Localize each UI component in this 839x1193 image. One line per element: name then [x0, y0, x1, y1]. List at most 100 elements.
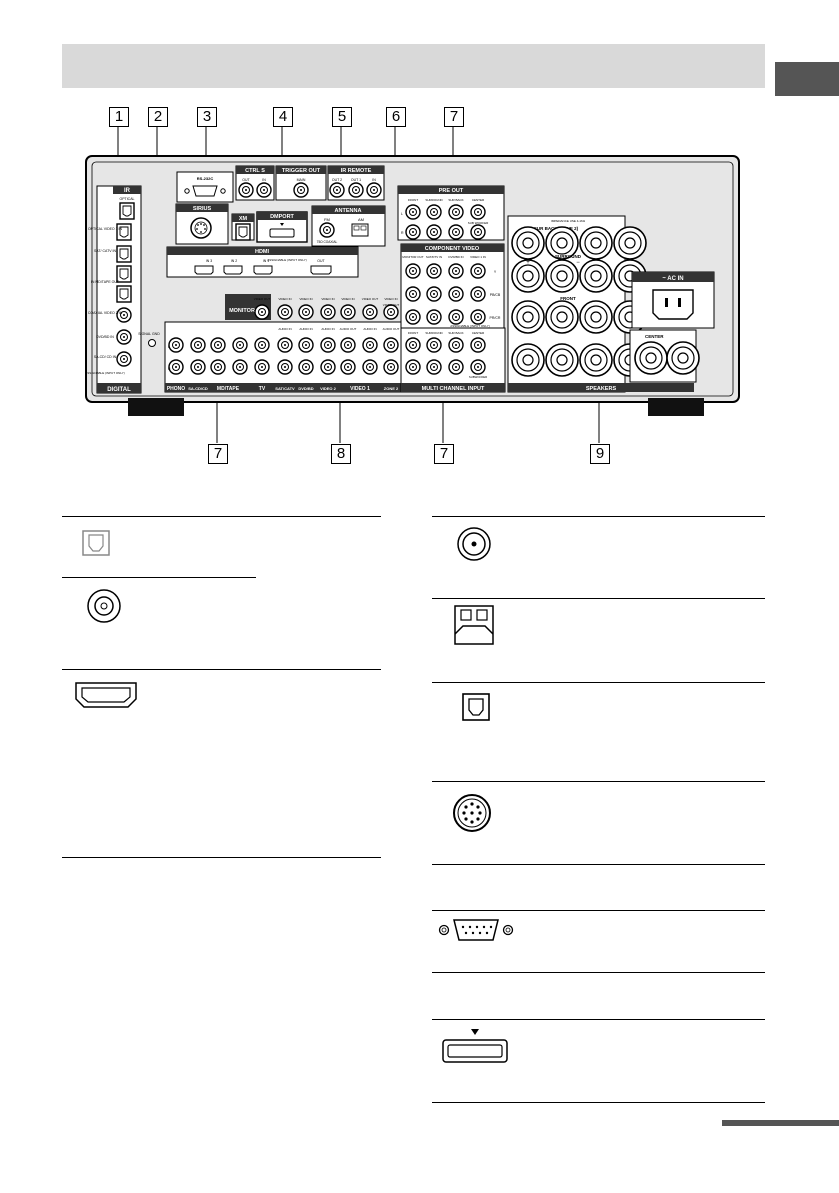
callout-4: 4	[273, 107, 293, 127]
spk-minus: −	[576, 260, 580, 266]
xm-label: XM	[239, 216, 248, 222]
antenna-am: AM	[358, 217, 364, 222]
cv-col-3: VIDEO 1 IN	[470, 255, 486, 259]
pre-l: L	[401, 212, 403, 216]
legend-rule-3	[62, 669, 381, 670]
ctrl-s-label: CTRL S	[245, 168, 265, 174]
ac-in-label: ~ AC IN	[662, 276, 683, 282]
dmport-label: DMPORT	[270, 214, 294, 220]
front-label: FRONT	[560, 296, 576, 301]
digital-label-2: IN MD/TAPE OUT	[91, 280, 120, 284]
multi-col-0: FRONT	[408, 331, 418, 335]
trigger-out-label: TRIGGER OUT	[282, 168, 321, 174]
antenna-label: ANTENNA	[335, 208, 362, 214]
antenna-fm: FM	[324, 217, 330, 222]
pre-col-1: SURROUND	[425, 198, 443, 202]
legend-rule-10	[432, 910, 765, 911]
coaxial-jack-icon	[457, 527, 491, 561]
spk-plus: +	[526, 260, 530, 266]
rs232c-label: RS-232C	[197, 176, 214, 181]
rca-jack-icon	[87, 589, 121, 623]
legend-rule-4	[62, 857, 381, 858]
group-sacd: SA-CD/CD	[188, 386, 208, 391]
legend-rule-8	[432, 781, 765, 782]
cv-row-1: PB/CB	[490, 293, 501, 297]
hdmi-in2: IN 2	[231, 259, 237, 263]
signal-gnd-label: SIGNAL GND	[138, 332, 160, 336]
digital-label: DIGITAL	[107, 387, 131, 393]
callout-1: 1	[109, 107, 129, 127]
callout-9: 9	[590, 444, 610, 464]
dmport-icon	[442, 1029, 508, 1063]
ir-out1: OUT 1	[351, 178, 361, 182]
cv-col-1: SAT/DTV IN	[426, 255, 442, 259]
sirius-label: SIRIUS	[193, 206, 212, 212]
group-satcatv: SAT/CATV	[275, 386, 295, 391]
am-antenna-terminal-icon	[454, 605, 494, 645]
trigger-main: MAIN	[297, 178, 306, 182]
callout-5: 5	[332, 107, 352, 127]
video-label-6: VIDEO IN	[384, 297, 397, 301]
callout-7-left: 7	[208, 444, 228, 464]
legend-rule-1	[62, 516, 381, 517]
ctrl-s-out: OUT	[242, 178, 250, 182]
legend-rule-13	[432, 1102, 765, 1103]
pre-r: R	[401, 231, 404, 235]
legend-rule-9	[432, 864, 765, 865]
hdmi-port-icon	[75, 682, 137, 708]
legend-rule-11	[432, 972, 765, 973]
group-tv: TV	[259, 386, 266, 392]
continued-bar	[722, 1120, 839, 1126]
callout-2: 2	[148, 107, 168, 127]
digital-label-3: COAXIAL VIDEO 2 IN	[88, 311, 123, 315]
ir-label: IR	[124, 188, 131, 194]
hdmi-in3: IN 3	[206, 259, 212, 263]
audio-label-0: AUDIO IN	[278, 327, 291, 331]
section-title-bar	[62, 44, 765, 88]
multi-col-1: SURROUND	[425, 331, 443, 335]
pre-col-3: CENTER	[472, 198, 485, 202]
ctrl-s-in: IN	[262, 178, 266, 182]
callout-3: 3	[197, 107, 217, 127]
legend-rule-7	[432, 682, 765, 683]
audio-r: R	[168, 367, 171, 371]
group-video1: VIDEO 1	[350, 386, 370, 392]
callout-7-right: 7	[434, 444, 454, 464]
optical-jack-icon	[462, 693, 490, 721]
audio-label-5: AUDIO OUT	[383, 327, 400, 331]
usb-b-icon	[82, 530, 110, 556]
legend-rule-12	[432, 1019, 765, 1020]
antenna-coax: 75Ω COAXIAL	[317, 240, 338, 244]
legend-rule-2	[62, 577, 256, 578]
center-label: CENTER	[645, 334, 664, 339]
digital-label-4: DVD/BD IN	[96, 335, 114, 339]
group-phono: PHONO	[167, 386, 185, 392]
video-label-1: VIDEO IN	[278, 297, 291, 301]
cv-row-2: PR/CR	[490, 316, 501, 320]
video-label-3: VIDEO IN	[321, 297, 334, 301]
monitor-label: MONITOR	[229, 308, 255, 314]
ir-in: IN	[372, 178, 376, 182]
hdmi-label: HDMI	[255, 249, 270, 255]
surround-label: SURROUND	[555, 254, 582, 259]
digital-label-1: SAT/ CATV IN	[94, 249, 117, 253]
legend-rule-5	[432, 516, 765, 517]
video-label-4: VIDEO IN	[341, 297, 354, 301]
multi-channel-label: MULTI CHANNEL INPUT	[422, 386, 485, 392]
digital-label-5: SA-CD/ CD IN	[94, 355, 117, 359]
group-zone2: ZONE 2	[384, 386, 399, 391]
multi-col-2: SUR BACK	[448, 331, 463, 335]
cv-col-0: MONITOR OUT	[402, 255, 423, 259]
hdmi-in1: IN 1	[263, 259, 269, 263]
cv-col-2: DVD/BD IN	[448, 255, 463, 259]
pre-col-2: SUR BACK	[448, 198, 463, 202]
digital-label-6: ASSIGNABLE (INPUT ONLY)	[85, 371, 125, 375]
audio-label-3: AUDIO OUT	[340, 327, 357, 331]
audio-label-4: AUDIO IN	[363, 327, 376, 331]
multi-col-3: CENTER	[472, 331, 485, 335]
callout-7-top: 7	[444, 107, 464, 127]
chapter-tab	[775, 62, 839, 96]
group-dvdbd: DVD/BD	[298, 386, 313, 391]
hdmi-assign: ASSIGNABLE (INPUT ONLY)	[267, 258, 307, 262]
pre-out-label: PRE OUT	[439, 188, 464, 194]
